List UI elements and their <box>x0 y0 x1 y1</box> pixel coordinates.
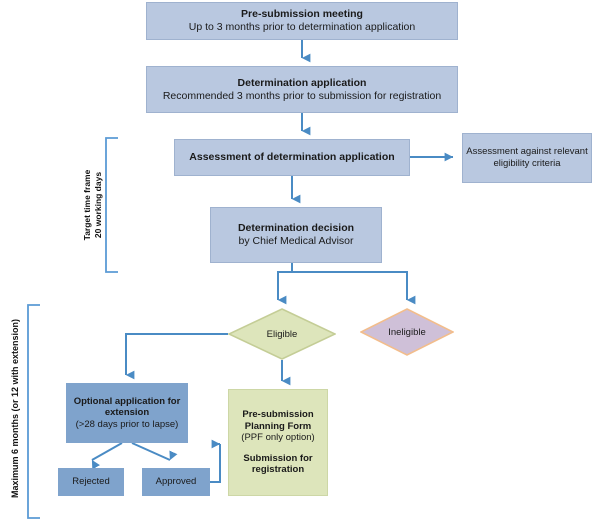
node-eligible[interactable]: Eligible <box>228 308 336 360</box>
node-rejected[interactable]: Rejected <box>58 468 124 496</box>
node-determination-application-subtitle: Recommended 3 months prior to submission… <box>162 89 442 102</box>
node-ppf-line1: Pre-submission <box>242 409 314 421</box>
node-approved[interactable]: Approved <box>142 468 210 496</box>
node-pre-submission-meeting[interactable]: Pre-submission meeting Up to 3 months pr… <box>146 2 458 40</box>
edge-optext-to-approved <box>131 442 178 461</box>
bracket-maximum-duration <box>27 304 40 519</box>
label-target-time-frame: Target time frame 20 working days <box>82 138 103 272</box>
node-ineligible[interactable]: Ineligible <box>360 308 454 356</box>
node-optional-extension-line1: Optional application for <box>73 395 181 407</box>
label-maximum-duration: Maximum 6 months (or 12 with extension) <box>10 318 20 499</box>
node-determination-decision-title: Determination decision <box>237 222 355 235</box>
node-pre-submission-planning-form[interactable]: Pre-submission Planning Form (PPF only o… <box>228 389 328 496</box>
node-approved-label: Approved <box>155 476 197 488</box>
node-eligible-label: Eligible <box>266 328 298 340</box>
edge-eligible-to-optext <box>125 333 228 380</box>
node-assessment-against-relevant-eligibility-criteria[interactable]: Assessment against relevant eligibility … <box>462 133 592 183</box>
edge-optext-to-rejected <box>91 442 123 470</box>
node-determination-decision[interactable]: Determination decision by Chief Medical … <box>210 207 382 263</box>
node-determination-application-title: Determination application <box>237 76 367 89</box>
node-pre-submission-meeting-title: Pre-submission meeting <box>241 8 363 21</box>
node-ppf-line5: registration <box>251 464 305 476</box>
node-ineligible-label: Ineligible <box>388 326 426 338</box>
node-determination-decision-subtitle: by Chief Medical Advisor <box>238 235 354 247</box>
node-optional-application-for-extension[interactable]: Optional application for extension (>28 … <box>66 383 188 443</box>
ineligible-diamond-shape <box>360 308 454 356</box>
node-ppf-line3: (PPF only option) <box>241 432 315 444</box>
node-optional-extension-line3: (>28 days prior to lapse) <box>75 418 179 430</box>
node-assessment-of-determination-application[interactable]: Assessment of determination application <box>174 139 410 176</box>
label-target-time-frame-line2: 20 working days <box>92 171 103 239</box>
node-ppf-line2: Planning Form <box>244 420 312 432</box>
node-eligibility-criteria-line1: Assessment against relevant <box>466 146 588 158</box>
edge-approved-to-ppf <box>210 444 221 483</box>
node-rejected-label: Rejected <box>72 476 110 488</box>
edge-decision-to-ineligible <box>292 271 416 305</box>
node-pre-submission-meeting-subtitle: Up to 3 months prior to determination ap… <box>188 21 416 33</box>
bracket-target-time-frame <box>105 137 118 273</box>
node-eligibility-criteria-line2: eligibility criteria <box>493 158 561 169</box>
node-ppf-line4: Submission for <box>243 452 313 464</box>
edge-decision-to-eligible <box>277 263 293 305</box>
node-optional-extension-line2: extension <box>104 407 150 419</box>
label-target-time-frame-line1: Target time frame <box>82 169 92 241</box>
eligible-diamond-shape <box>228 308 336 360</box>
node-assessment-of-determination-application-title: Assessment of determination application <box>189 151 395 164</box>
node-determination-application[interactable]: Determination application Recommended 3 … <box>146 66 458 113</box>
